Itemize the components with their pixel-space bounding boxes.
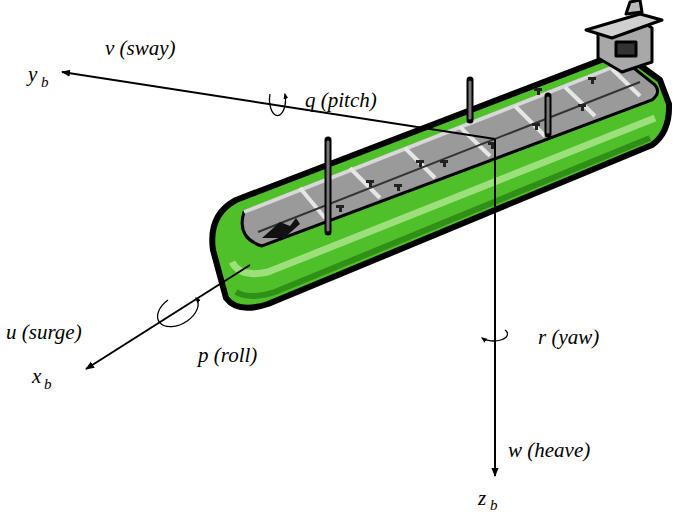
axis-letter: z — [478, 488, 486, 509]
surge-label: u (surge) — [6, 322, 82, 343]
heave-label: w (heave) — [508, 440, 590, 461]
yaw-label: r (yaw) — [538, 327, 599, 348]
pitch-label: q (pitch) — [305, 90, 377, 111]
axis-subscript: b — [44, 377, 52, 392]
pitch-rotation — [269, 94, 285, 116]
deck — [242, 62, 657, 246]
hull — [212, 52, 669, 308]
y-axis — [62, 72, 495, 139]
roll-rotation — [158, 298, 199, 327]
yaw-rotation — [482, 330, 508, 341]
axis-subscript: b — [41, 75, 49, 90]
sway-label: v (sway) — [105, 38, 176, 59]
roll-label: p (roll) — [198, 345, 257, 366]
axis-letter: y — [28, 64, 37, 85]
axis-letter: x — [32, 366, 41, 387]
z-axis — [494, 139, 496, 476]
deck-centerline — [258, 82, 640, 232]
anchor-gear — [262, 218, 300, 238]
superstructure — [586, 0, 662, 72]
axis-subscript: b — [490, 498, 498, 513]
